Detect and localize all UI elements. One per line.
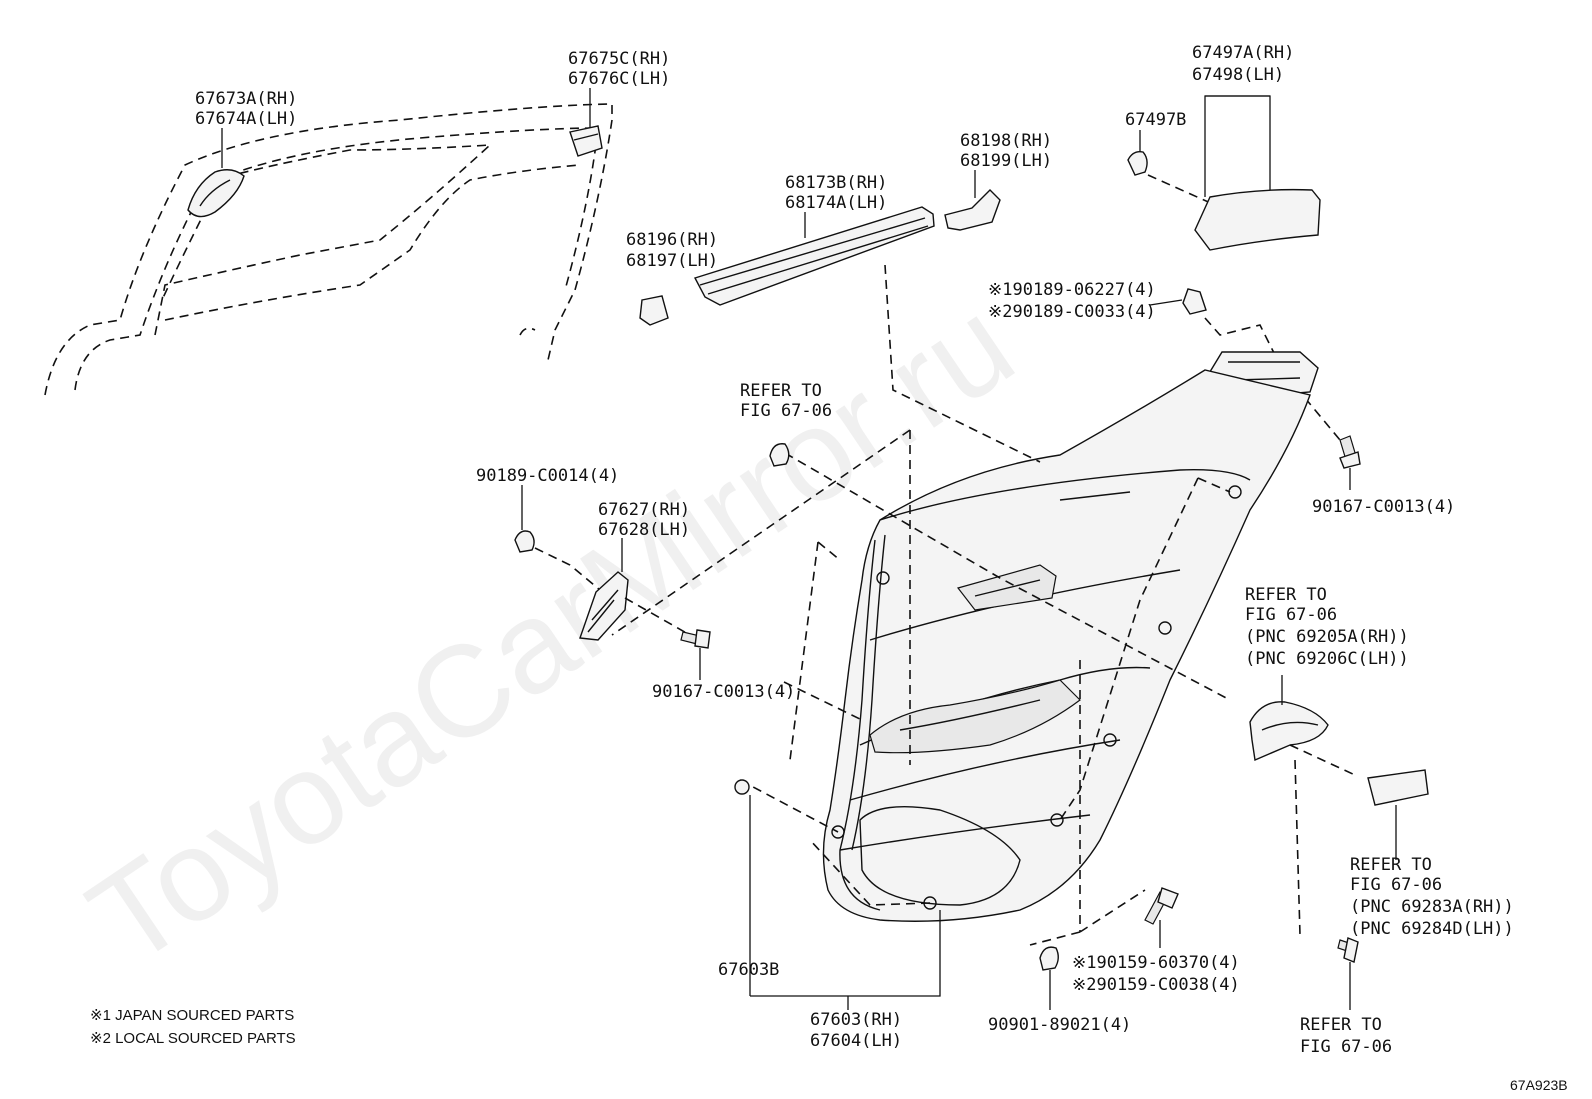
leader-67497A bbox=[1204, 95, 1271, 197]
label-refer-right-a-2: FIG 67-06 bbox=[1245, 605, 1337, 625]
label-67603B: 67603B bbox=[718, 960, 779, 980]
refer-top-clip[interactable] bbox=[769, 443, 790, 467]
door-window-frame-outline bbox=[44, 103, 613, 396]
label-90189-C0014: 90189-C0014(4) bbox=[476, 466, 619, 486]
part-67627-bracket[interactable] bbox=[579, 571, 629, 641]
label-67675C-rh: 67675C(RH) bbox=[568, 49, 670, 69]
label-67497A-rh: 67497A(RH) bbox=[1192, 43, 1294, 63]
label-90189-C0033: ※290189-C0033(4) bbox=[988, 302, 1156, 322]
label-refer-top-1: REFER TO bbox=[740, 381, 822, 401]
assembly-dash-lines bbox=[611, 264, 1356, 946]
note-local-sourced: ※2 LOCAL SOURCED PARTS bbox=[90, 1030, 296, 1047]
note-japan-sourced: ※1 JAPAN SOURCED PARTS bbox=[90, 1007, 294, 1024]
part-90901-89021-clip[interactable] bbox=[1039, 946, 1059, 971]
dash-67627-screw bbox=[624, 597, 691, 636]
label-67673A-rh: 67673A(RH) bbox=[195, 89, 297, 109]
label-68174A-lh: 68174A(LH) bbox=[785, 193, 887, 213]
part-67497A-garnish-cover[interactable] bbox=[1194, 188, 1321, 251]
label-refer-right-b-1: REFER TO bbox=[1350, 855, 1432, 875]
dash-screw-right bbox=[1304, 397, 1341, 441]
inside-handle-assembly-69205A[interactable] bbox=[1249, 701, 1329, 762]
handle-bezel-69283A[interactable] bbox=[1367, 769, 1429, 806]
label-refer-bottom-1: REFER TO bbox=[1300, 1015, 1382, 1035]
part-68198-clip[interactable] bbox=[944, 189, 1001, 231]
part-90167-screw-left[interactable] bbox=[680, 629, 711, 649]
label-refer-right-b-3: (PNC 69283A(RH)) bbox=[1350, 897, 1514, 917]
part-68173B-belt-moulding[interactable] bbox=[693, 206, 935, 306]
part-labels: 67673A(RH) 67674A(LH) 67675C(RH) 67676C(… bbox=[195, 43, 1514, 1057]
part-67673A-clip[interactable] bbox=[187, 169, 245, 218]
figure-id: 67A923B bbox=[1510, 1077, 1568, 1093]
label-refer-bottom-2: FIG 67-06 bbox=[1300, 1037, 1392, 1057]
label-refer-right-a-3: (PNC 69205A(RH)) bbox=[1245, 627, 1409, 647]
label-67627-rh: 67627(RH) bbox=[598, 500, 690, 520]
label-67676C-lh: 67676C(LH) bbox=[568, 69, 670, 89]
part-68196-clip[interactable] bbox=[639, 295, 669, 326]
label-67628-lh: 67628(LH) bbox=[598, 520, 690, 540]
part-67603B-clip[interactable] bbox=[734, 779, 750, 795]
label-90901-89021: 90901-89021(4) bbox=[988, 1015, 1131, 1035]
label-refer-top-2: FIG 67-06 bbox=[740, 401, 832, 421]
part-90167-screw-right[interactable] bbox=[1339, 435, 1361, 469]
label-67497B: 67497B bbox=[1125, 110, 1186, 130]
label-67603-rh: 67603(RH) bbox=[810, 1010, 902, 1030]
label-68196-rh: 68196(RH) bbox=[626, 230, 718, 250]
label-68199-lh: 68199(LH) bbox=[960, 151, 1052, 171]
label-67604-lh: 67604(LH) bbox=[810, 1031, 902, 1051]
label-refer-right-a-4: (PNC 69206C(LH)) bbox=[1245, 649, 1409, 669]
leader-67603-bracket bbox=[750, 910, 941, 997]
label-90167-left: 90167-C0013(4) bbox=[652, 682, 795, 702]
part-90159-screw[interactable] bbox=[1144, 887, 1179, 925]
part-90189-C0014-clip[interactable] bbox=[514, 530, 535, 553]
label-68197-lh: 68197(LH) bbox=[626, 251, 718, 271]
label-68198-rh: 68198(RH) bbox=[960, 131, 1052, 151]
label-refer-right-a-1: REFER TO bbox=[1245, 585, 1327, 605]
label-90167-right: 90167-C0013(4) bbox=[1312, 497, 1455, 517]
door-trim-panel-67603[interactable] bbox=[822, 369, 1311, 922]
leader-90189-06227 bbox=[1149, 299, 1183, 306]
label-67674A-lh: 67674A(LH) bbox=[195, 109, 297, 129]
part-67497B-clip[interactable] bbox=[1127, 150, 1148, 176]
label-68173B-rh: 68173B(RH) bbox=[785, 173, 887, 193]
bottom-right-screw[interactable] bbox=[1337, 937, 1359, 963]
label-90159-60370: ※190159-60370(4) bbox=[1072, 953, 1240, 973]
dash-67497B-to-cover bbox=[1147, 174, 1216, 206]
part-67675C-clip[interactable] bbox=[569, 125, 603, 157]
dash-90189-C0014 bbox=[534, 547, 613, 601]
label-90159-C0038: ※290159-C0038(4) bbox=[1072, 975, 1240, 995]
label-refer-right-b-2: FIG 67-06 bbox=[1350, 875, 1442, 895]
label-refer-right-b-4: (PNC 69284D(LH)) bbox=[1350, 919, 1514, 939]
label-67498-lh: 67498(LH) bbox=[1192, 65, 1284, 85]
part-90189-06227-nut[interactable] bbox=[1182, 288, 1207, 315]
label-90189-06227: ※190189-06227(4) bbox=[988, 280, 1156, 300]
